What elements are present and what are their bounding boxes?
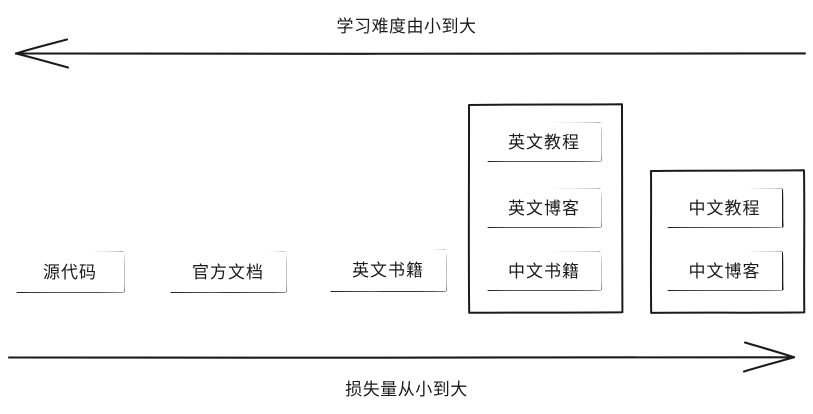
item-box-english-books[interactable]: 英文书籍 [330, 250, 446, 291]
item-box-source-code[interactable]: 源代码 [16, 252, 124, 292]
item-label: 英文书籍 [352, 261, 424, 280]
item-box-chinese-books[interactable]: 中文书籍 [487, 252, 601, 290]
item-box-english-tutorials[interactable]: 英文教程 [487, 123, 601, 161]
item-box-official-docs[interactable]: 官方文档 [170, 252, 286, 292]
item-box-english-blogs[interactable]: 英文博客 [487, 189, 601, 227]
item-label: 官方文档 [192, 262, 264, 282]
item-box-chinese-blogs[interactable]: 中文博客 [667, 252, 782, 290]
item-label: 英文博客 [508, 198, 580, 218]
item-label: 源代码 [43, 262, 97, 282]
item-label: 中文书籍 [508, 261, 580, 281]
top-axis-arrow [14, 38, 807, 69]
item-label: 中文教程 [688, 198, 761, 218]
bottom-axis-arrow [7, 341, 796, 373]
item-box-chinese-tutorials[interactable]: 中文教程 [667, 189, 782, 227]
top-axis-label: 学习难度由小到大 [336, 17, 477, 36]
item-label: 英文教程 [508, 132, 580, 152]
item-label: 中文博客 [688, 261, 761, 281]
bottom-axis-label: 损失量从小到大 [345, 380, 468, 399]
